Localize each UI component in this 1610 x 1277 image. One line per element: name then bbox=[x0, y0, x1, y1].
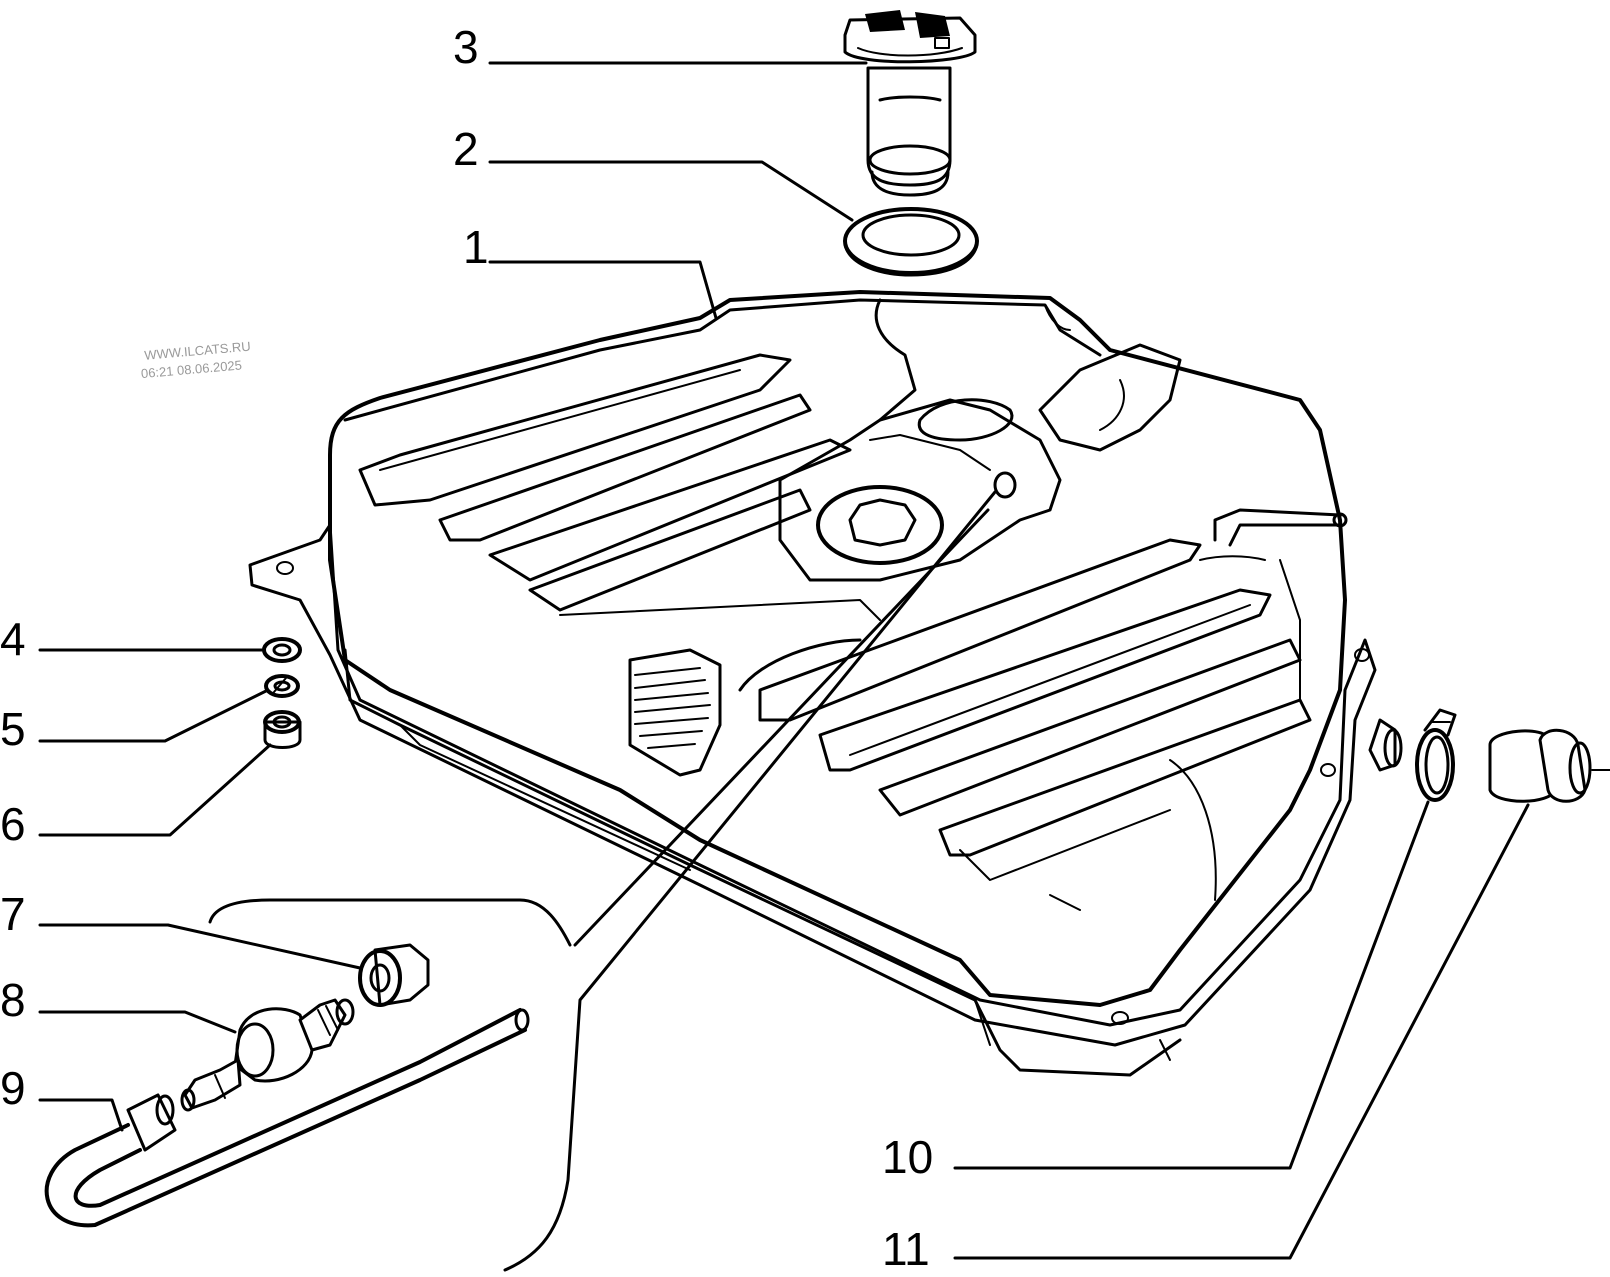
fuel-tank[interactable] bbox=[248, 290, 1403, 1077]
mount-hole bbox=[1111, 1011, 1129, 1025]
callout-4: 4 bbox=[0, 613, 26, 665]
hose-clamp-10[interactable] bbox=[1415, 708, 1457, 802]
callout-3: 3 bbox=[453, 21, 479, 73]
mount-hole bbox=[1354, 648, 1370, 662]
seal-ring[interactable] bbox=[843, 207, 979, 277]
callout-9: 9 bbox=[0, 1062, 26, 1114]
fuel-pump-sender[interactable] bbox=[843, 10, 977, 197]
callout-11: 11 bbox=[882, 1223, 930, 1275]
mount-hole bbox=[276, 561, 294, 575]
nut-6[interactable] bbox=[263, 710, 302, 749]
callout-10: 10 bbox=[882, 1131, 933, 1183]
spring-washer-5[interactable] bbox=[264, 674, 300, 698]
callout-labels: 3 2 1 4 5 6 7 8 9 10 11 bbox=[0, 21, 933, 1275]
callout-8: 8 bbox=[0, 974, 26, 1026]
tank-lower-body bbox=[343, 648, 1182, 1077]
tank-shell bbox=[328, 290, 1347, 1007]
mount-hole bbox=[1320, 763, 1336, 777]
callout-7: 7 bbox=[0, 888, 26, 940]
tank-outlet bbox=[1368, 718, 1403, 772]
leader-lines bbox=[38, 61, 1530, 1272]
hose-9[interactable] bbox=[44, 1008, 530, 1228]
grill-block bbox=[628, 648, 722, 777]
valve-8[interactable] bbox=[180, 998, 355, 1112]
washer-4[interactable] bbox=[262, 637, 302, 663]
callout-5: 5 bbox=[0, 703, 26, 755]
callout-6: 6 bbox=[0, 798, 26, 850]
callout-1: 1 bbox=[463, 221, 489, 273]
watermark: WWW.ILCATS.RU 06:21 08.06.2025 bbox=[140, 339, 251, 382]
grommet-7[interactable] bbox=[358, 943, 430, 1007]
callout-2: 2 bbox=[453, 123, 479, 175]
pump-opening bbox=[816, 485, 944, 565]
hose-fitting-11[interactable] bbox=[1488, 729, 1610, 803]
